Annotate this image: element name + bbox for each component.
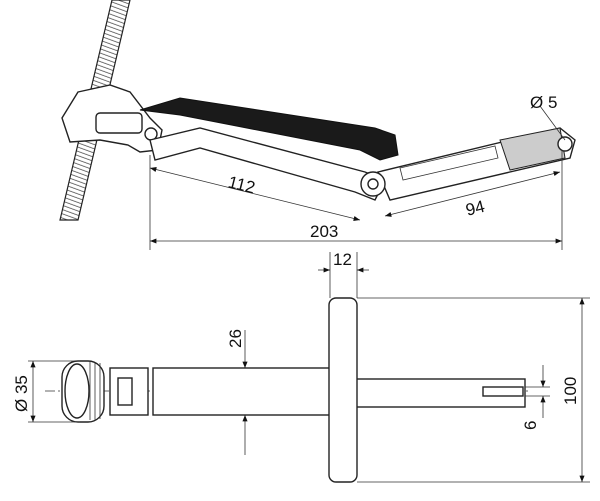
side-view: 12 26 Ø 35 100 6 xyxy=(12,250,590,483)
dark-lever-arm xyxy=(139,97,399,161)
dim-arm-label: 112 xyxy=(226,172,257,197)
dim-total-label: 203 xyxy=(310,222,338,241)
main-pivot-pin xyxy=(367,178,379,190)
hole-icon xyxy=(557,136,573,152)
hole-leader xyxy=(539,105,566,141)
top-view: Ø 5 112 94 203 xyxy=(59,0,576,250)
rosette-face xyxy=(64,363,90,419)
hinge-pin xyxy=(117,377,133,406)
dim-slot-label: 6 xyxy=(521,421,540,430)
spindle-slot xyxy=(482,386,524,397)
dim-handle-line xyxy=(384,171,561,217)
flange xyxy=(328,297,358,483)
dim-shaft-label: 26 xyxy=(226,329,245,348)
bracket-hinge xyxy=(95,112,143,134)
dim-hole-label: Ø 5 xyxy=(530,93,557,112)
dim-arm-line xyxy=(149,167,361,221)
dim-handle-label: 94 xyxy=(464,197,487,220)
dim-flange-label: 12 xyxy=(333,250,352,269)
dim-height-label: 100 xyxy=(561,377,580,405)
hinge-block xyxy=(109,367,149,416)
dim-knob-label: Ø 35 xyxy=(12,375,31,412)
shaft xyxy=(152,367,334,416)
handle-grip xyxy=(499,127,566,171)
